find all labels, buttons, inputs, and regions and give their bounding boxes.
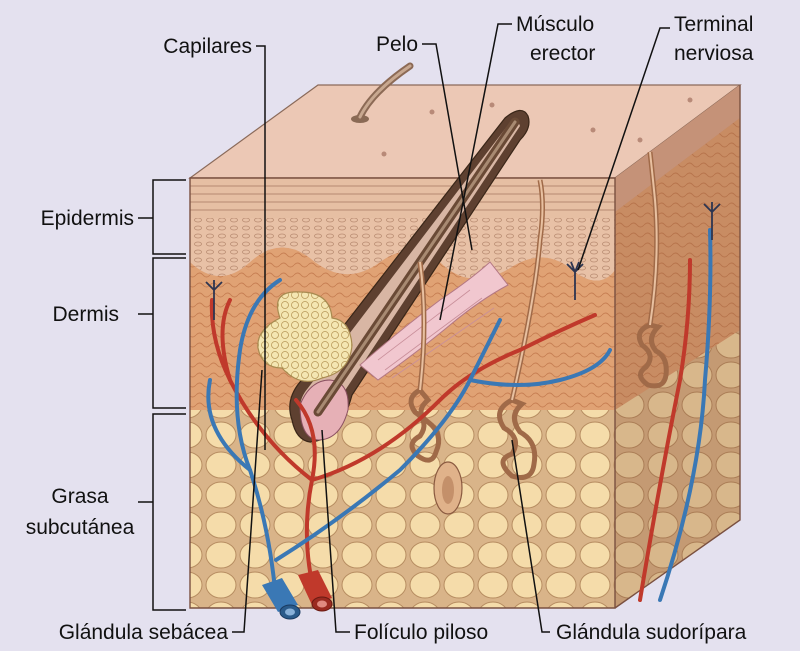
skin-pores: [381, 97, 693, 157]
dermis-bracket: [152, 257, 186, 409]
epidermis-bracket: [152, 179, 186, 255]
fat-layer: [190, 410, 615, 608]
label-epidermis: Epidermis: [41, 207, 134, 230]
label-glandula-sudoripara: Glándula sudorípara: [556, 621, 747, 644]
arteries: [209, 258, 692, 602]
label-terminal-line1: Terminal: [674, 13, 753, 36]
veins: [206, 228, 713, 602]
label-pelo: Pelo: [376, 33, 418, 56]
epidermis-layer: [190, 178, 615, 218]
terminal-leader: [577, 27, 670, 271]
labels: Capilares Pelo Músculo erector Terminal …: [26, 13, 754, 644]
sudoripara-leader: [511, 439, 550, 633]
sebacea-leader: [232, 369, 263, 633]
label-glandula-sebacea: Glándula sebácea: [59, 621, 229, 644]
musculo-leader: [439, 23, 512, 321]
layer-brackets: [138, 179, 186, 611]
sebaceous-gland: [257, 291, 353, 382]
surface-hair: [351, 62, 414, 123]
capilares-leader: [256, 45, 266, 450]
leader-lines: [232, 23, 670, 633]
fat-bracket: [152, 413, 186, 611]
fat-follicle: [433, 461, 463, 515]
label-capilares: Capilares: [163, 35, 252, 58]
label-musculo-line1: Músculo: [516, 13, 594, 36]
hair-follicle: [289, 109, 530, 443]
vessel-openings: [262, 570, 333, 620]
label-grasa-line2: subcutánea: [26, 516, 135, 539]
foliculo-leader: [321, 429, 350, 633]
label-dermis: Dermis: [53, 303, 120, 326]
label-terminal-line2: nerviosa: [674, 42, 754, 65]
nerve-endings: [205, 202, 721, 320]
pelo-leader: [422, 43, 473, 251]
label-grasa-line1: Grasa: [51, 485, 109, 508]
label-foliculo: Folículo piloso: [354, 621, 488, 644]
label-musculo-line2: erector: [530, 42, 595, 65]
